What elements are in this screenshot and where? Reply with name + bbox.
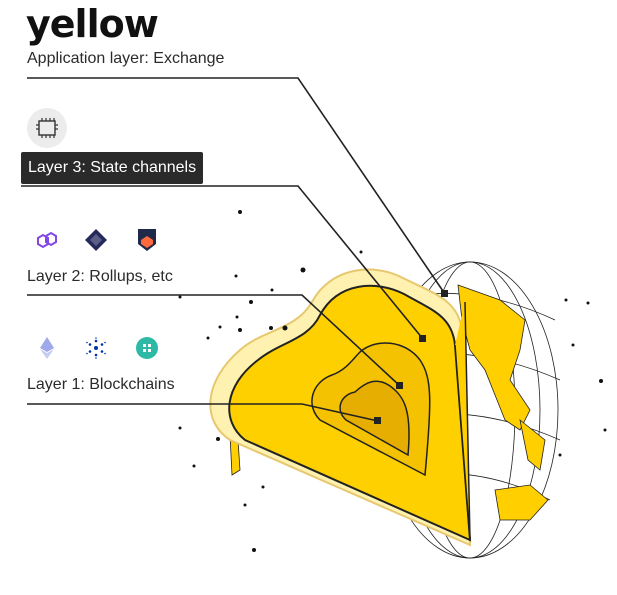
yellow-logo: yellow — [26, 2, 159, 46]
layer3-chip-badge — [27, 108, 67, 148]
scatter-dots — [178, 210, 607, 552]
layer3-label: Layer 3: State channels — [21, 152, 204, 184]
heart-slice-edge — [454, 301, 471, 541]
globe-continents — [229, 284, 549, 521]
square-network-icon — [136, 337, 158, 359]
leader-lines — [21, 77, 446, 422]
layer1-label: Layer 1: Blockchains — [27, 376, 175, 393]
shield-network-icon — [138, 229, 156, 251]
chip-icon — [36, 118, 58, 138]
leader-endpoints — [374, 290, 448, 424]
layer2-label: Layer 2: Rollups, etc — [27, 268, 173, 285]
ethereum-icon — [40, 337, 54, 359]
cardano-icon — [86, 337, 106, 359]
diamond-network-icon — [85, 229, 107, 251]
application-layer-label: Application layer: Exchange — [27, 50, 225, 67]
polygon-icon — [37, 231, 57, 249]
